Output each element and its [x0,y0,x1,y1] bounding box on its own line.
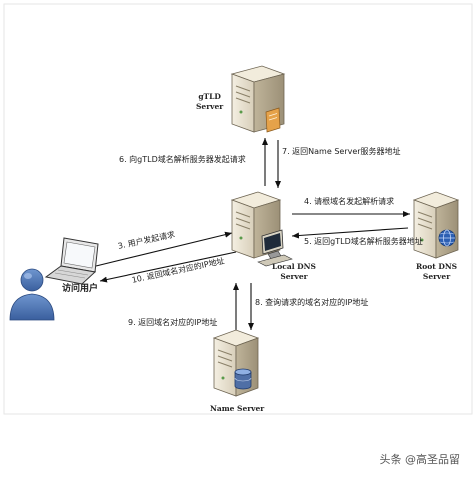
local-dns-server-icon [230,191,293,267]
diagram-frame [3,3,473,415]
gtld-server-icon [230,65,286,133]
step-6-label: 6. 向gTLD域名解析服务器发起请求 [119,155,246,164]
gtld-server-label: gTLD Server [196,92,223,112]
user-label: 访问用户 [62,284,99,294]
step-9-label: 9. 返回域名对应的IP地址 [128,318,218,327]
step-7-label: 7. 返回Name Server服务器地址 [282,147,401,156]
arrow-step-5 [291,227,409,239]
database-icon [234,368,252,390]
user-icon [9,268,55,321]
step-5-label: 5. 返回gTLD域名解析服务器地址 [304,237,423,246]
local-dns-label-line1: Local DNS [272,262,316,271]
gtld-label-line2: Server [196,102,224,111]
globe-icon [438,229,456,247]
root-dns-server-label: Root DNS Server [416,262,457,282]
arrow-step-10 [99,251,237,283]
root-dns-label-line2: Server [422,272,451,281]
step-8-label: 8. 查询请求的域名对应的IP地址 [255,298,369,307]
step-4-label: 4. 请根域名发起解析请求 [304,197,395,206]
gtld-label-line1: gTLD [198,92,221,101]
root-dns-label-line1: Root DNS [416,262,458,271]
name-server-label-line1: Name Server [210,404,265,413]
watermark-text: 头条 @高圣品留 [379,453,461,466]
name-server-label: Name Server [210,404,264,414]
root-dns-server-icon [412,191,460,259]
arrow-step-3 [95,231,233,267]
local-dns-server-label: Local DNS Server [272,262,316,282]
laptop-icon [44,237,99,285]
local-dns-label-line2: Server [280,272,308,281]
